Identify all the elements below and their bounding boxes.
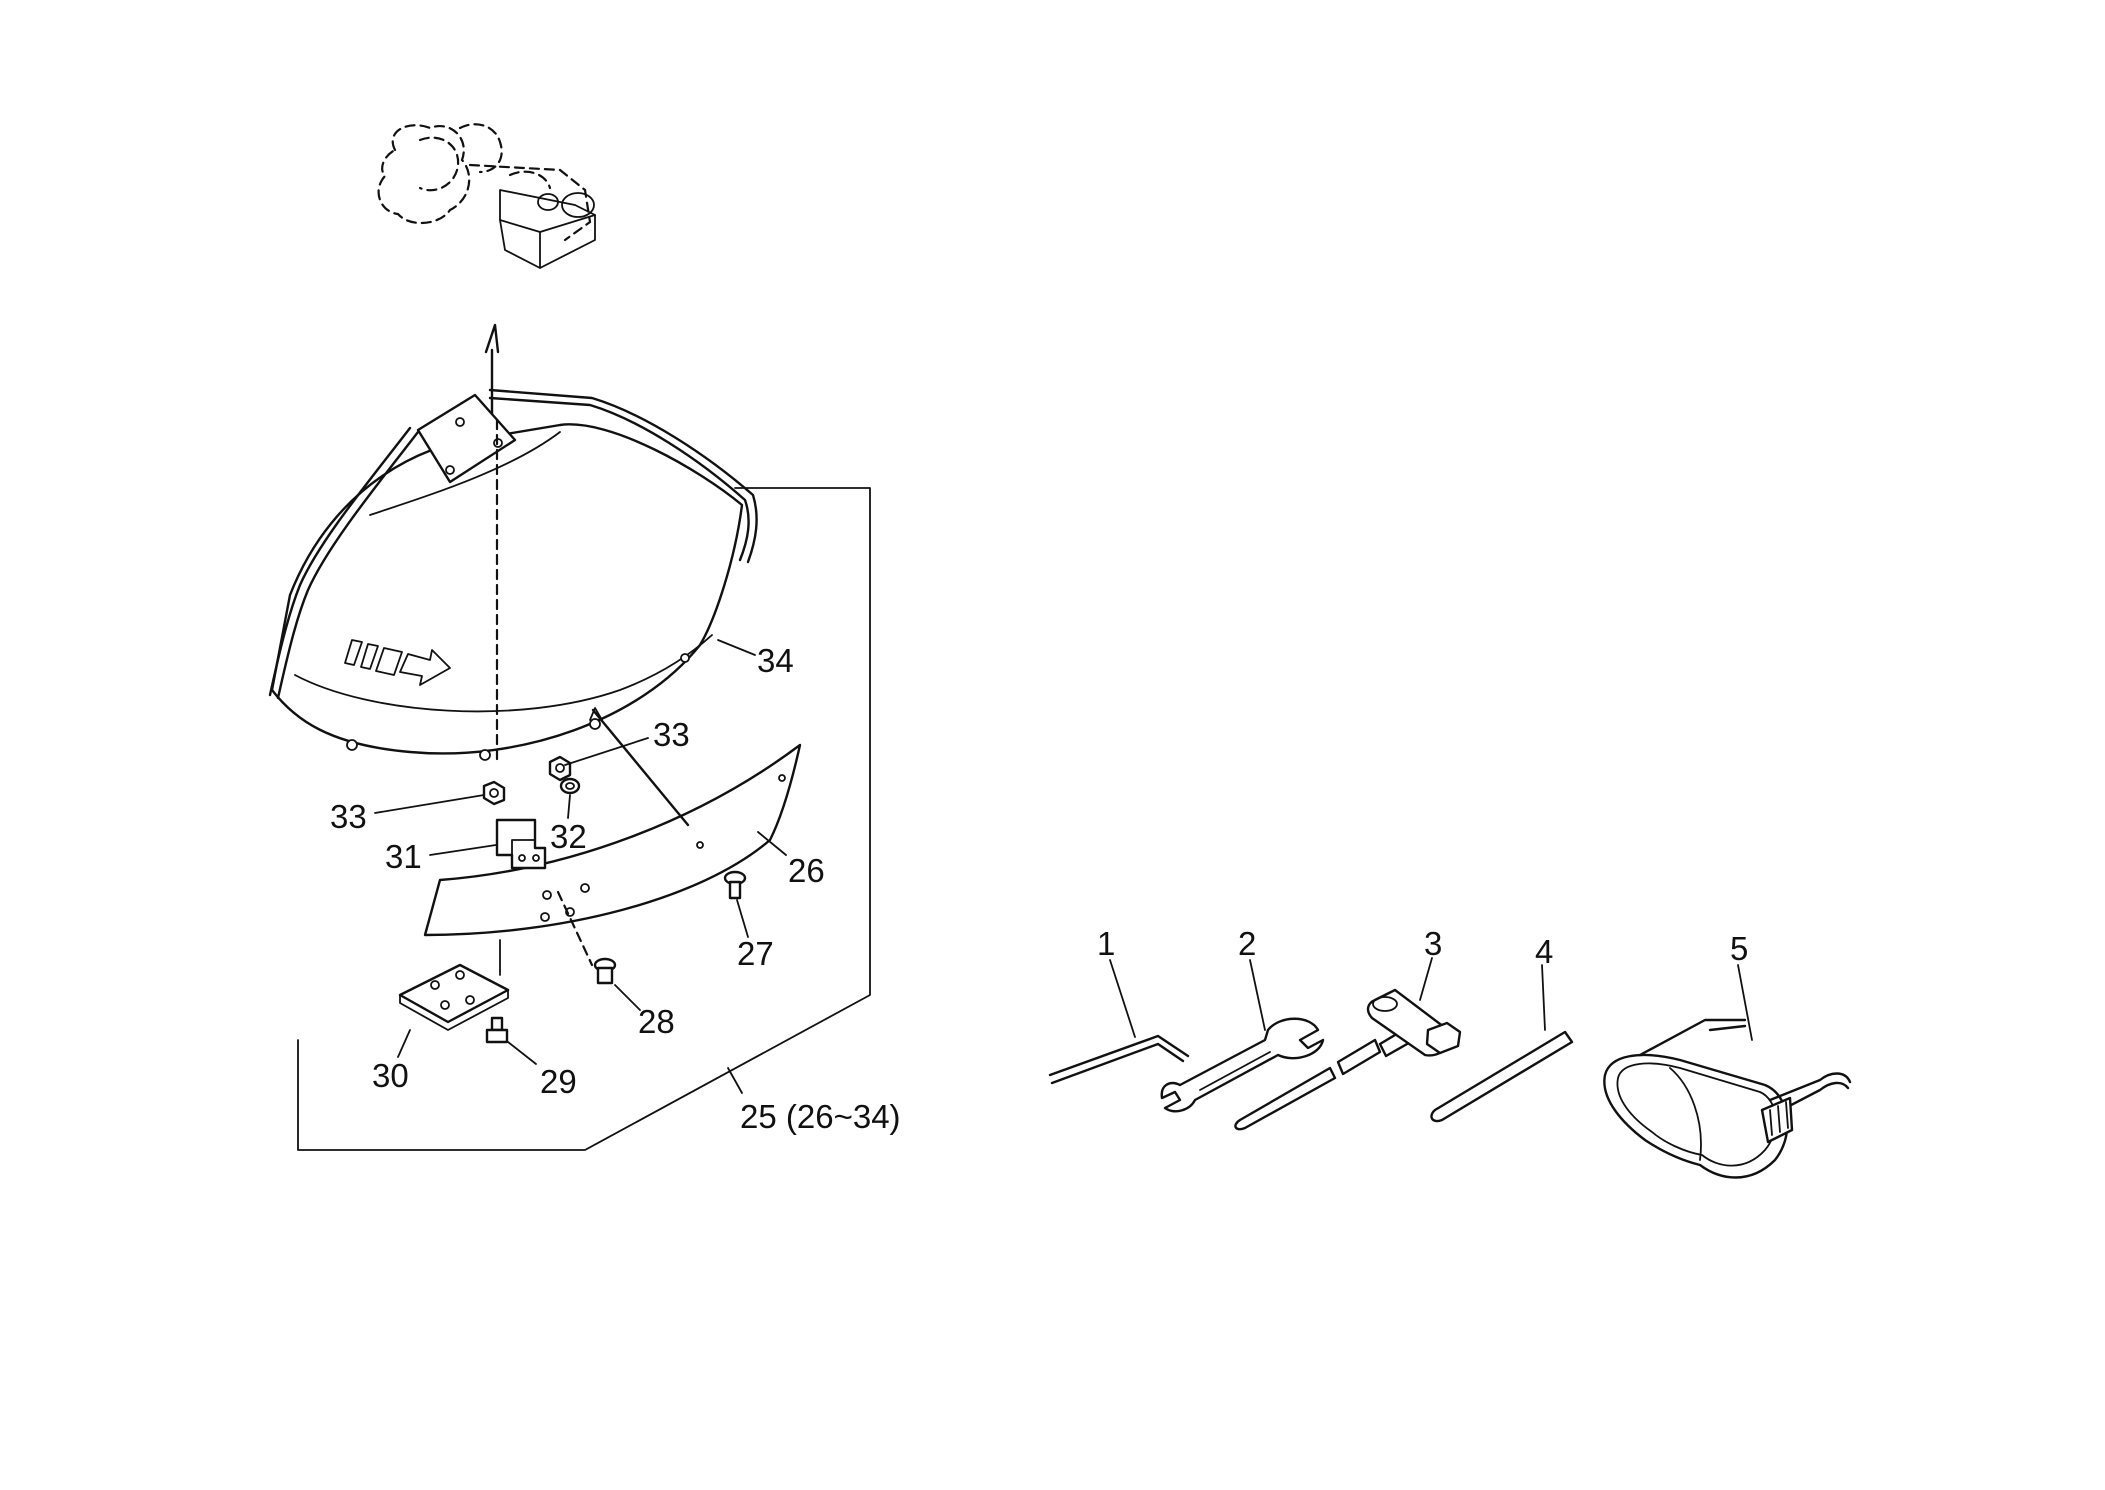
plate-30 bbox=[398, 963, 510, 1031]
callout-1: 1 bbox=[1097, 925, 1115, 962]
callout-28: 28 bbox=[638, 1003, 675, 1040]
callout-26: 26 bbox=[788, 852, 825, 889]
callout-3: 3 bbox=[1424, 925, 1442, 962]
guard-rotation-arrow-logo bbox=[344, 639, 451, 686]
callout-27: 27 bbox=[737, 935, 774, 972]
rod-4 bbox=[1430, 964, 1574, 1123]
callout-32: 32 bbox=[550, 818, 587, 855]
callout-33-right: 33 bbox=[653, 716, 690, 753]
socket-wrench-3 bbox=[1234, 957, 1462, 1131]
gear-case-reference-drawing bbox=[377, 123, 596, 269]
assembly-line-bolt bbox=[591, 708, 690, 827]
assembly-bracket-25 bbox=[297, 487, 871, 1151]
grass-guard-34 bbox=[268, 388, 758, 762]
nut-33-left bbox=[482, 780, 506, 806]
bracket-31 bbox=[495, 818, 547, 870]
callout-25: 25 (26~34) bbox=[740, 1098, 901, 1135]
callout-30: 30 bbox=[372, 1057, 409, 1094]
bolt-29 bbox=[485, 1016, 509, 1044]
leader-lines bbox=[374, 639, 787, 1094]
washer-32 bbox=[559, 777, 581, 795]
callout-31: 31 bbox=[385, 838, 422, 875]
cutter-plate-26 bbox=[423, 743, 802, 937]
callout-4: 4 bbox=[1535, 933, 1553, 970]
callout-34: 34 bbox=[757, 642, 794, 679]
bolt-28 bbox=[593, 957, 617, 985]
spanner-2 bbox=[1160, 959, 1325, 1113]
callout-5: 5 bbox=[1730, 930, 1748, 967]
callout-29: 29 bbox=[540, 1063, 577, 1100]
callout-2: 2 bbox=[1238, 925, 1256, 962]
nut-33-right bbox=[548, 755, 572, 782]
safety-goggles-5 bbox=[1603, 964, 1852, 1179]
callout-33-left: 33 bbox=[330, 798, 367, 835]
assembly-line-28 bbox=[556, 890, 594, 967]
bolt-27 bbox=[723, 870, 747, 900]
hex-wrench-1 bbox=[1048, 959, 1190, 1085]
